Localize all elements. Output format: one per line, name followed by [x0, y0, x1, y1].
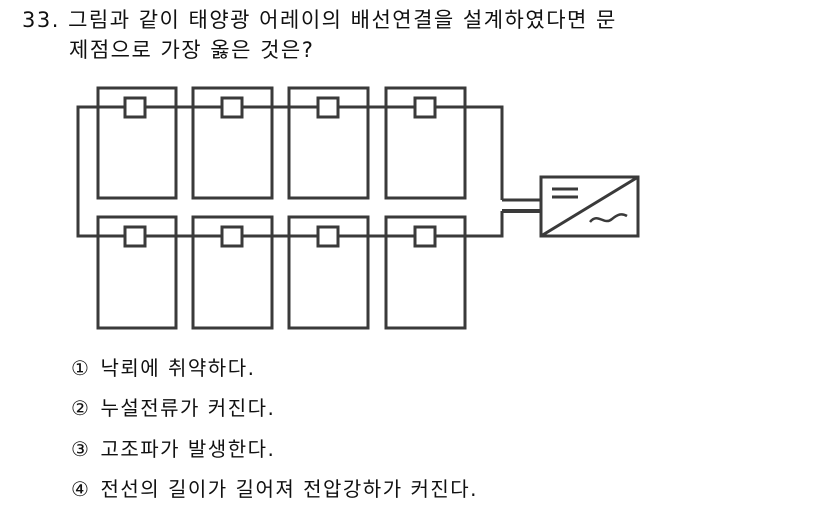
option-number: ③ [71, 437, 91, 461]
option-number: ④ [71, 477, 91, 501]
option-number: ① [71, 356, 91, 380]
option-2[interactable]: ② 누설전류가 커진다. [71, 395, 275, 421]
question-number: 33. [22, 8, 60, 32]
option-4[interactable]: ④ 전선의 길이가 길어져 전압강하가 커진다. [71, 476, 478, 502]
junction-box [220, 96, 244, 119]
question-text-1: 그림과 같이 태양광 어레이의 배선연결을 설계하였다면 문 [68, 8, 617, 32]
question-line-2: 제점으로 가장 옳은 것은? [69, 37, 314, 63]
pv-module [191, 86, 274, 200]
ac-symbol [589, 213, 628, 223]
question-text-2: 제점으로 가장 옳은 것은? [69, 38, 315, 62]
pv-module [96, 86, 178, 200]
question-line-1: 33. 그림과 같이 태양광 어레이의 배선연결을 설계하였다면 문 [22, 7, 617, 33]
pv-module [384, 86, 467, 200]
pv-module [287, 86, 370, 200]
junction-box [123, 225, 147, 248]
junction-box [316, 96, 340, 119]
junction-box [123, 96, 147, 119]
junction-box [220, 225, 244, 248]
junction-box [413, 225, 437, 248]
top-wire [76, 105, 504, 238]
pv-module [384, 215, 467, 330]
option-text: 낙뢰에 취약하다. [100, 356, 256, 380]
option-1[interactable]: ① 낙뢰에 취약하다. [71, 355, 255, 381]
option-text: 전선의 길이가 길어져 전압강하가 커진다. [100, 477, 479, 501]
pv-module [96, 215, 178, 330]
option-text: 누설전류가 커진다. [100, 396, 276, 420]
junction-box [316, 225, 340, 248]
junction-box [413, 96, 437, 119]
option-text: 고조파가 발생한다. [100, 437, 276, 461]
pv-module [287, 215, 370, 330]
option-3[interactable]: ③ 고조파가 발생한다. [71, 436, 275, 462]
option-number: ② [71, 396, 91, 420]
pv-module [191, 215, 274, 330]
inverter-icon [539, 175, 640, 238]
